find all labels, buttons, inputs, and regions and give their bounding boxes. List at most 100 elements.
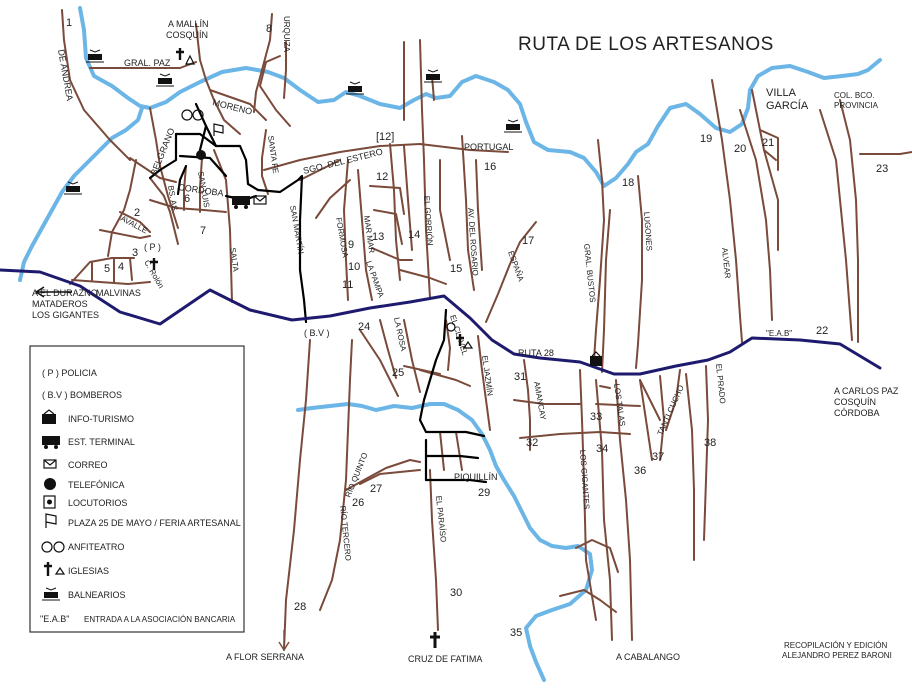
- place-cabalango: A CABALANGO: [616, 652, 680, 662]
- street-urquiza: URQUIZA: [282, 16, 291, 53]
- flag-icon: [213, 123, 224, 136]
- place-mallin-1: A MALLÍN: [168, 19, 209, 29]
- street-portugal: PORTUGAL: [464, 142, 513, 152]
- num-3: 3: [132, 247, 138, 259]
- booth-icon: [446, 322, 456, 332]
- street-el-gorrion: EL GORRIÓN: [422, 196, 434, 247]
- place-durazno-3: LOS GIGANTES: [32, 310, 99, 320]
- street-el-paraiso: EL PARAÍSO: [434, 495, 448, 542]
- place-carlos-paz-1: A CARLOS PAZ: [834, 386, 899, 396]
- river-west: [18, 106, 144, 282]
- num-22: 22: [816, 325, 828, 337]
- num-34: 34: [596, 443, 608, 455]
- street-gral-paz: GRAL. PAZ: [124, 58, 171, 68]
- point-numbers: 1 2 3 4 5 6 7 8 9 10 11 12 13 14 15 16 1…: [66, 17, 888, 639]
- place-col-bco-1: COL. BCO.: [834, 91, 874, 100]
- num-8: 8: [266, 23, 272, 35]
- num-21: 21: [762, 137, 774, 149]
- num-26: 26: [352, 497, 364, 509]
- num-6: 6: [184, 193, 190, 205]
- street-moreno: MORENO: [212, 97, 254, 117]
- police-p-label: ( P ): [144, 242, 161, 252]
- map-title: RUTA DE LOS ARTESANOS: [518, 34, 774, 55]
- church-icon: [430, 632, 440, 648]
- map-icons: [34, 48, 602, 652]
- bus-icon: [42, 436, 60, 449]
- beach-icon: [42, 587, 60, 601]
- num-13: 13: [372, 231, 384, 243]
- ruta-28-line: [0, 268, 882, 376]
- street-san-martin: SAN MARTÍN: [288, 205, 305, 255]
- num-30: 30: [450, 587, 462, 599]
- num-7: 7: [200, 225, 206, 237]
- legend-iglesias: IGLESIAS: [68, 566, 109, 576]
- police-bv-label: ( B.V ): [304, 328, 330, 338]
- num-33: 33: [590, 411, 602, 423]
- num-38: 38: [704, 437, 716, 449]
- masks-icon: [181, 109, 204, 121]
- street-los-gigantes: LOS GIGANTES: [578, 450, 591, 510]
- beach-icon: [64, 181, 82, 195]
- street-piquillin: PIQUILLÍN: [454, 472, 498, 482]
- place-mallin-2: COSQUÍN: [166, 30, 208, 40]
- river-south: [296, 402, 594, 682]
- place-villa-garcia-1: VILLA: [766, 87, 797, 99]
- num-17: 17: [522, 235, 534, 247]
- beach-icon: [156, 73, 174, 87]
- rivers: [18, 6, 882, 682]
- legend-plaza: PLAZA 25 DE MAYO / FERIA ARTESANAL: [68, 518, 241, 528]
- place-labels: A MALLÍN COSQUÍN A EL DURAZNO MATADEROS …: [32, 19, 899, 664]
- arrow-left-icon: [34, 286, 72, 298]
- beach-icon: [86, 49, 104, 63]
- street-eab: "E.A.B": [766, 329, 792, 338]
- church-icon: [150, 258, 158, 270]
- place-durazno-1: A EL DURAZNO: [32, 288, 98, 298]
- telephone-icon: [196, 150, 206, 160]
- envelope-icon: [253, 195, 267, 205]
- num-1: 1: [66, 17, 72, 29]
- credit-line-1: RECOPILACIÓN Y EDICIÓN: [784, 641, 888, 650]
- street-el-prado: EL PRADO: [714, 363, 727, 404]
- booth-icon: [43, 495, 56, 509]
- num-35: 35: [510, 627, 522, 639]
- legend: ( P ) POLICIA ( B.V ) BOMBEROS INFO-TURI…: [29, 345, 245, 633]
- street-gral-bustos: GRAL. BUSTOS: [582, 243, 597, 303]
- num-27: 27: [370, 483, 382, 495]
- num-20: 20: [734, 143, 746, 155]
- legend-terminal: EST. TERMINAL: [68, 437, 135, 447]
- street-amancay: AMANCAY: [532, 381, 548, 422]
- beach-icon: [346, 81, 364, 95]
- bus-icon: [232, 196, 250, 209]
- credit-line-2: ALEJANDRO PEREZ BARONI: [782, 651, 892, 660]
- num-25: 25: [392, 367, 404, 379]
- booth-icon: [185, 54, 195, 65]
- num-4: 4: [118, 261, 124, 273]
- booth-icon: [462, 340, 474, 349]
- street-formosa: FORMOSA: [334, 217, 350, 259]
- legend-anfiteatro: ANFITEATRO: [68, 542, 124, 552]
- legend-correo: CORREO: [68, 460, 108, 470]
- street-lugones: LUGONES: [642, 212, 654, 252]
- num-10: 10: [348, 261, 360, 273]
- num-16: 16: [484, 161, 496, 173]
- num-32: 32: [526, 437, 538, 449]
- num-11: 11: [342, 279, 353, 291]
- place-flor-serrana: A FLOR SERRANA: [226, 652, 304, 662]
- arrow-down-icon: [278, 630, 290, 652]
- num-9: 9: [348, 239, 354, 251]
- street-alvear: ALVEAR: [720, 247, 732, 279]
- num-5: 5: [104, 263, 110, 275]
- telephone-icon: [44, 478, 56, 490]
- masks-icon: [41, 541, 65, 553]
- street-tanti-cucho: TANTI CUCHO: [656, 384, 686, 437]
- place-villa-garcia-2: GARCÍA: [766, 99, 809, 112]
- centre-grid: [148, 102, 488, 484]
- info-icon: [42, 409, 56, 424]
- street-la-rosa: LA ROSA: [392, 317, 408, 353]
- num-24: 24: [358, 321, 370, 333]
- roads: [61, 9, 912, 651]
- place-carlos-paz-3: CÓRDOBA: [834, 408, 880, 418]
- place-cruz-fatima: CRUZ DE FATIMA: [408, 654, 482, 664]
- street-malvinas: MALVINAS: [96, 288, 141, 298]
